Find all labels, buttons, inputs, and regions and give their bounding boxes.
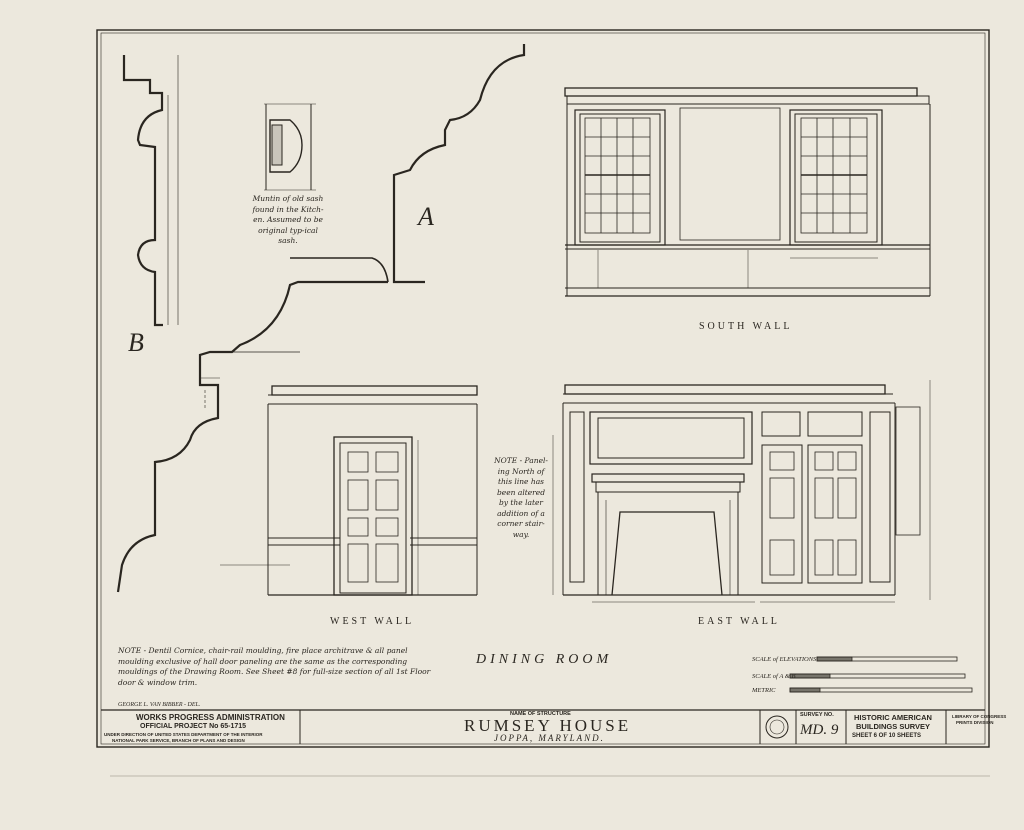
name-of-structure-label: NAME OF STRUCTURE	[510, 711, 571, 717]
cornice-profile	[116, 280, 388, 593]
west-wall-label: WEST WALL	[330, 616, 415, 627]
profile-b-label: B	[128, 328, 144, 357]
project-number: OFFICIAL PROJECT No 65-1715	[140, 723, 247, 730]
agency: WORKS PROGRESS ADMINISTRATION	[136, 713, 285, 722]
metric-label: METRIC	[752, 687, 776, 694]
fireplace-opening	[611, 511, 723, 596]
survey-title-1: HISTORIC AMERICAN	[854, 713, 932, 722]
sheet-number: SHEET 6 OF 10 SHEETS	[852, 733, 922, 739]
structure-name: RUMSEY HOUSE	[464, 716, 632, 735]
direction-line-1: UNDER DIRECTION OF UNITED STATES DEPARTM…	[104, 732, 263, 737]
graphic-scales	[789, 656, 973, 693]
moulding-profile-b	[122, 55, 164, 327]
moulding-profile-a	[392, 44, 526, 284]
survey-title-2: BUILDINGS SURVEY	[856, 722, 931, 731]
east-wall-elevation	[552, 380, 931, 603]
survey-seal	[765, 715, 789, 739]
room-title: DINING ROOM	[476, 652, 613, 667]
survey-no-label: SURVEY NO.	[800, 712, 834, 718]
library-line-1: LIBRARY OF CONGRESS	[952, 714, 1007, 719]
east-wall-label: EAST WALL	[698, 616, 780, 627]
sheet-border-inner	[100, 32, 986, 745]
scale-ab-label: SCALE of A & B	[752, 673, 796, 680]
paneling-note: NOTE - Panel-ing North of this line has …	[494, 456, 548, 539]
library-line-2: PRINTS DIVISION	[956, 720, 994, 725]
south-wall-elevation	[564, 87, 931, 297]
general-note: NOTE - Dentil Cornice, chair-rail mouldi…	[118, 646, 431, 687]
muntin-note: Muntin of old sash found in the Kitch-en…	[252, 194, 324, 245]
direction-line-2: NATIONAL PARK SERVICE, BRANCH OF PLANS A…	[112, 738, 245, 743]
west-wall-elevation	[267, 385, 478, 596]
delineator: GEORGE L. VAN BIBBER - DEL.	[118, 702, 201, 708]
survey-number: MD. 9	[800, 722, 839, 738]
structure-location: JOPPA, MARYLAND.	[494, 733, 605, 743]
muntin-detail	[264, 103, 316, 191]
scale-elevations-label: SCALE of ELEVATIONS	[752, 656, 817, 663]
south-wall-label: SOUTH WALL	[699, 321, 793, 332]
profile-a-label: A	[418, 202, 434, 231]
sheet-border	[96, 29, 990, 748]
title-block	[101, 709, 985, 744]
